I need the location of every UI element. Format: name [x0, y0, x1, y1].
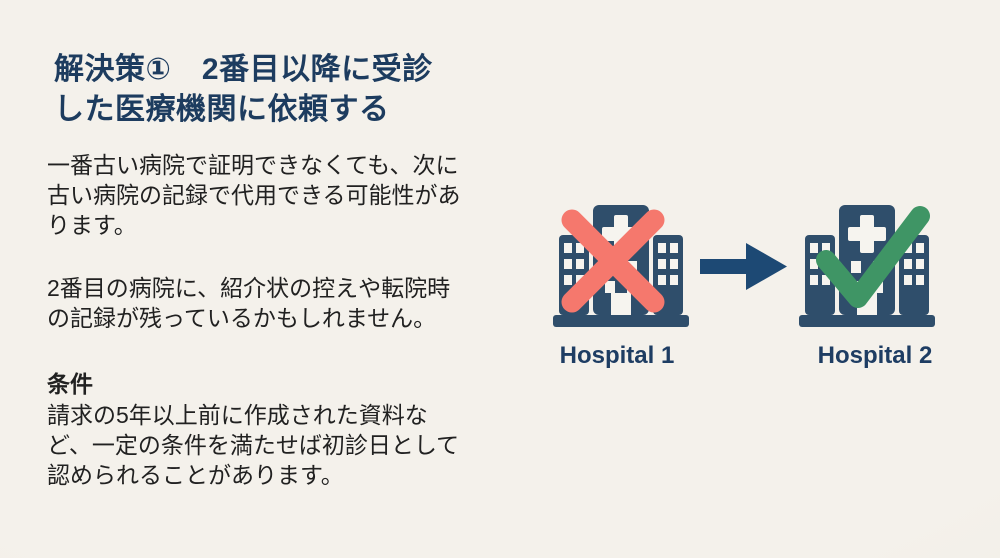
condition-body: 請求の5年以上前に作成された資料な ど、一定の条件を満たせば初診日として 認めら… — [47, 402, 460, 488]
x-mark-icon — [561, 209, 665, 313]
arrow-right-icon — [700, 243, 787, 290]
check-mark-icon — [816, 206, 930, 308]
paragraph-2: 2番目の病院に、紹介状の控えや転院時 の記録が残っているかもしれません。 — [47, 275, 451, 331]
hospital-1-label: Hospital 1 — [559, 342, 675, 369]
slide-title: 解決策① 2番目以降に受診 した医療機関に依頼する — [54, 53, 433, 126]
condition-heading: 条件 — [47, 371, 93, 397]
hospital-2-label: Hospital 2 — [817, 342, 933, 369]
paragraph-1: 一番古い病院で証明できなくても、次に 古い病院の記録で代用できる可能性があ りま… — [47, 152, 461, 238]
